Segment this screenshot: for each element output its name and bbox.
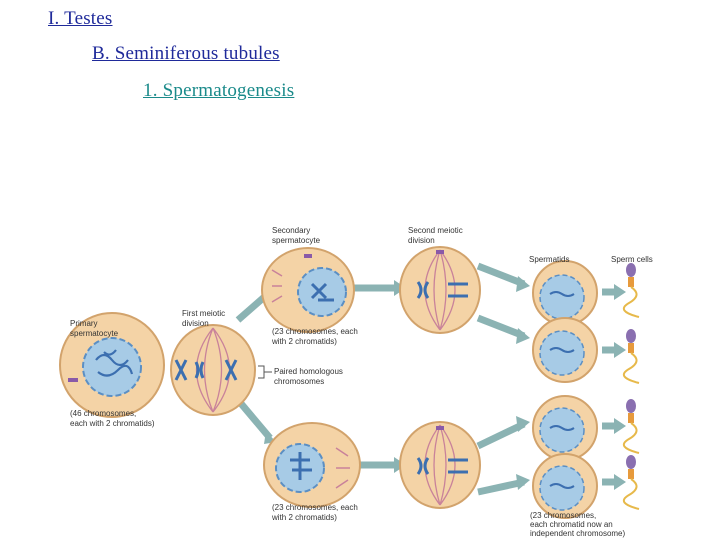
primary-spermatocyte [59,312,165,418]
outline-level-2: B. Seminiferous tubules [92,43,280,64]
label-paired: Paired homologous chromosomes [274,367,345,386]
label-secondary: Secondary spermatocyte [272,226,321,245]
arrow-second-bottom-to-spermatid-4 [477,478,525,496]
arrow-division-to-secondary-bottom [235,397,273,441]
outline-level-3: 1. Spermatogenesis [143,80,295,101]
spermatid-1 [532,260,598,326]
label-secondary-note-bottom: (23 chromosomes, each with 2 chromatids) [271,503,360,522]
label-sperm-cells: Sperm cells [611,255,653,264]
primary-centrosome [68,378,78,382]
sperm-cell-4 [622,455,640,510]
primary-chromatin [95,349,134,377]
outline-level-1: I. Testes [48,8,113,29]
first-division-membrane [170,324,256,416]
label-secondary-note-top: (23 chromosomes, each with 2 chromatids) [271,327,360,346]
spermatid-3 [532,395,598,461]
secondary-spermatocyte-top [261,247,355,333]
primary-nucleus [82,337,142,397]
label-final-note: (23 chromosomes, each chromatid now an i… [530,511,626,538]
secondary-bottom-asters [335,447,350,489]
diagram-labels: Primary spermatocyte (46 chromosomes, ea… [70,226,653,538]
spermatid-2 [532,317,598,383]
second-division-cell-bottom [399,421,481,509]
sperm-cell-3 [622,399,640,454]
arrow-second-bottom-to-spermatid-3 [476,420,526,450]
sperm-cell-1 [622,263,640,318]
arrow-second-top-to-spermatid-1 [476,262,526,288]
sperm-cell-2 [622,329,640,384]
label-first-division: First meiotic division [182,309,227,328]
secondary-top-chromosomes [310,282,334,302]
label-spermatids: Spermatids [529,255,569,264]
secondary-spermatocyte-bottom [263,422,361,508]
label-primary-note: (46 chromosomes, each with 2 chromatids) [70,409,155,428]
label-primary: Primary spermatocyte [70,319,119,338]
arrow-second-top-to-spermatid-2 [476,314,526,340]
first-division-cell [170,324,256,416]
first-division-chromosomes [174,359,238,381]
paired-bracket [258,365,272,379]
spermatid-4 [532,453,598,519]
secondary-top-asters [271,269,283,303]
label-second-division: Second meiotic division [408,226,465,245]
secondary-bottom-chromosomes [290,452,312,480]
second-division-cell-top [399,246,481,334]
